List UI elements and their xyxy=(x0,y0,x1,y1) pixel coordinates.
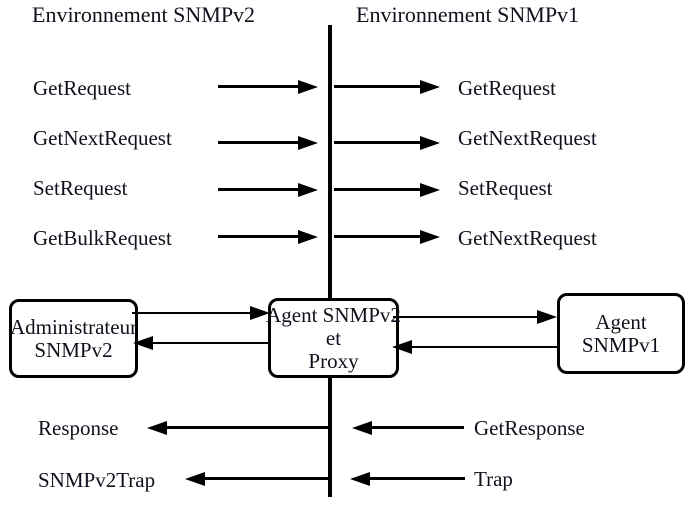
box-text-line: Agent xyxy=(595,309,647,334)
environment-header-snmpv2: Environnement SNMPv2 xyxy=(32,2,256,27)
request-label-v1-getnextrequest-2: GetNextRequest xyxy=(458,226,597,250)
request-label-v2-setrequest: SetRequest xyxy=(33,176,128,200)
administrator-snmpv2-box: Administrateur SNMPv2 xyxy=(9,299,138,378)
arrow-left-icon xyxy=(350,471,465,486)
snmpv2trap-label: SNMPv2Trap xyxy=(38,468,156,492)
arrow-right-icon xyxy=(334,182,440,197)
trap-label-v1: Trap xyxy=(474,467,513,491)
request-label-v2-getrequest: GetRequest xyxy=(33,76,131,100)
arrow-right-icon xyxy=(393,310,557,324)
request-label-v1-setrequest: SetRequest xyxy=(458,176,553,200)
agent-snmpv1-box: Agent SNMPv1 xyxy=(557,293,685,374)
arrow-right-icon xyxy=(218,229,318,244)
request-label-v1-getnextrequest: GetNextRequest xyxy=(458,126,597,150)
arrow-right-icon xyxy=(218,79,318,94)
arrow-left-icon xyxy=(133,336,270,350)
arrow-right-icon xyxy=(218,182,318,197)
box-text-line: SNMPv2 xyxy=(34,337,113,362)
arrow-right-icon xyxy=(132,306,270,320)
arrow-right-icon xyxy=(218,135,318,150)
arrow-left-icon xyxy=(392,340,557,354)
box-text-line: Agent SNMPv2 xyxy=(266,302,401,327)
box-text-line: Proxy xyxy=(308,348,359,373)
box-text-line: SNMPv1 xyxy=(581,332,661,357)
environment-header-snmpv1: Environnement SNMPv1 xyxy=(356,2,580,27)
arrow-right-icon xyxy=(334,229,440,244)
arrow-right-icon xyxy=(334,135,440,150)
agent-snmpv2-proxy-box: Agent SNMPv2 et Proxy xyxy=(266,298,401,378)
environment-divider-line xyxy=(328,25,332,497)
box-text-line: Administrateur xyxy=(9,314,138,339)
request-label-v2-getbulkrequest: GetBulkRequest xyxy=(33,226,172,250)
request-label-v2-getnextrequest: GetNextRequest xyxy=(33,126,172,150)
getresponse-label-v1: GetResponse xyxy=(474,416,585,440)
arrow-right-icon xyxy=(334,79,440,94)
response-label-v2: Response xyxy=(38,416,119,440)
box-text-line: et xyxy=(325,325,342,350)
arrow-left-icon xyxy=(185,471,328,486)
arrow-left-icon xyxy=(352,420,464,435)
arrow-left-icon xyxy=(147,420,328,435)
request-label-v1-getrequest: GetRequest xyxy=(458,76,556,100)
